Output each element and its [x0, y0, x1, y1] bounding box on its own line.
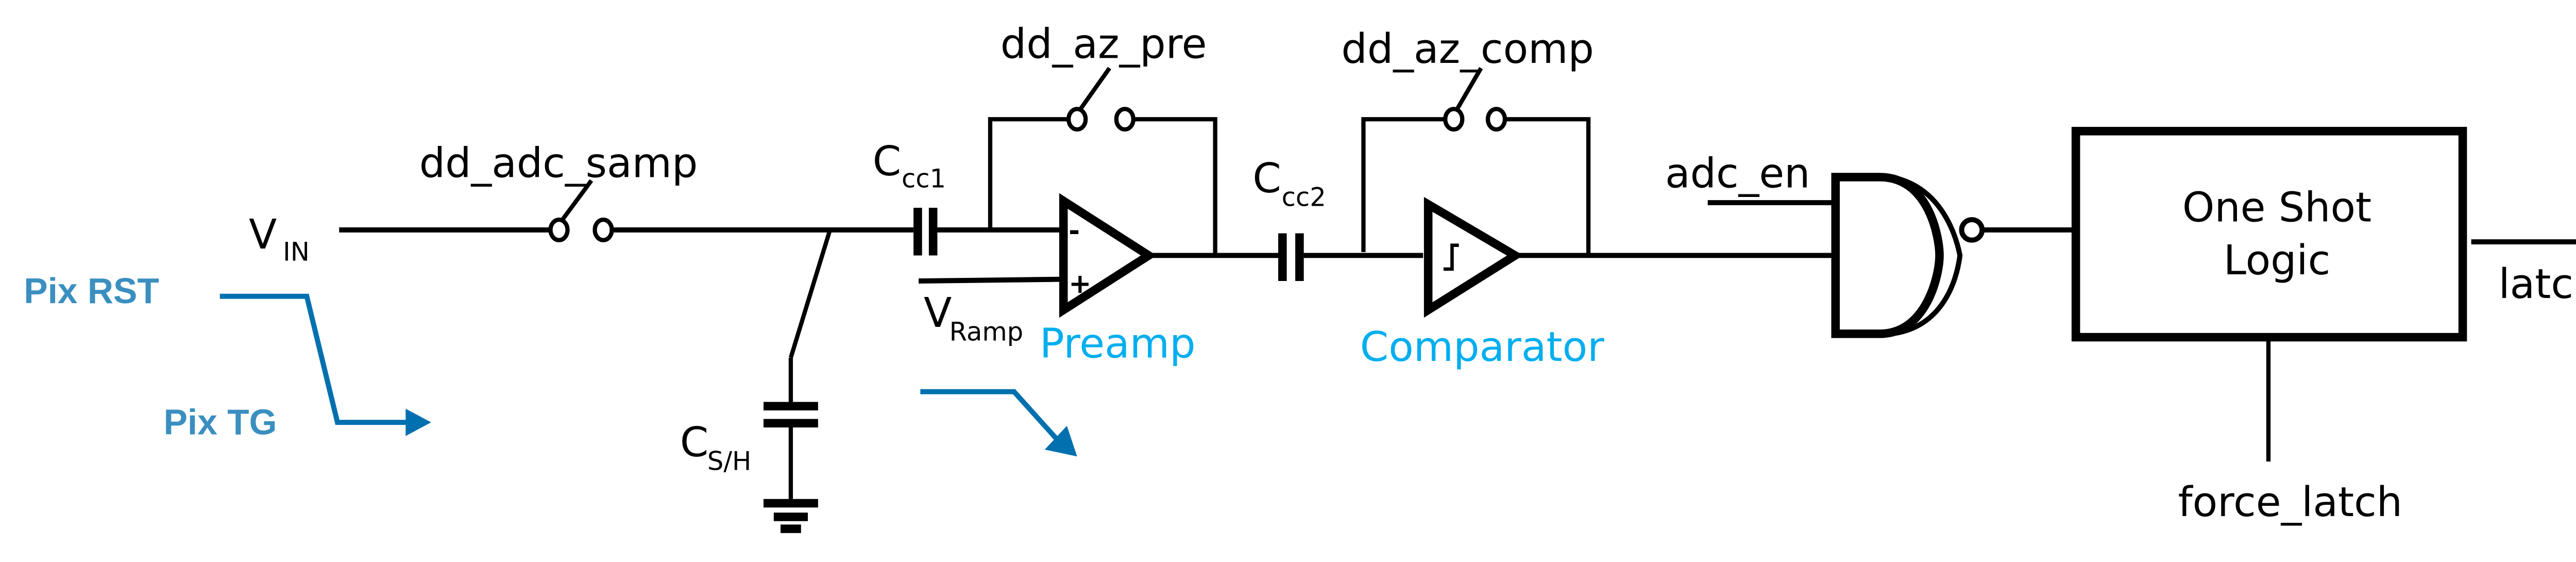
ccc2-label-main: C — [1252, 154, 1281, 202]
csh-label-main: C — [680, 418, 708, 466]
vin-label-sub: IN — [283, 237, 310, 267]
az-comp-contact-right — [1485, 107, 1507, 132]
ccc1-label-sub: cc1 — [902, 163, 946, 193]
ccc2-label-sub: cc2 — [1282, 183, 1326, 212]
preamp-plus-sign: + — [1069, 268, 1091, 300]
xnor-gate-icon — [1831, 173, 1985, 338]
latch-label: latch — [2499, 260, 2576, 308]
sh-switch-diagonal — [788, 229, 832, 358]
csh-plate-bottom — [764, 419, 818, 428]
csh-plate-top — [764, 402, 818, 411]
ccc1-capacitor — [913, 207, 938, 256]
preamp-minus-sign: - — [1069, 216, 1080, 247]
one-shot-label-line2: Logic — [2224, 236, 2331, 284]
comparator-icon — [1423, 196, 1523, 318]
inverter-bubble — [1959, 217, 1985, 243]
force-latch-label: force_latch — [2178, 478, 2402, 526]
ground-icon — [764, 499, 818, 533]
switch-az-comp-label: dd_az_comp — [1341, 25, 1594, 73]
vramp-label-sub: Ramp — [950, 317, 1024, 347]
adc-en-label: adc_en — [1665, 149, 1810, 197]
hysteresis-icon — [1443, 243, 1459, 271]
switch-samp-label: dd_adc_samp — [419, 139, 698, 187]
preamp-label: Preamp — [1040, 320, 1196, 368]
preamp-amplifier-icon: - + — [1059, 193, 1157, 318]
az-comp-contact-left — [1443, 107, 1465, 132]
sh-branch: C S/H — [680, 229, 832, 533]
pix-tg-label: Pix TG — [164, 402, 277, 442]
ccc1-label-main: C — [873, 137, 901, 185]
csh-label-sub: S/H — [707, 447, 752, 476]
vramp-wire — [918, 276, 1060, 284]
ramp-signal-arrow-icon — [920, 389, 1077, 457]
az-pre-feedback — [988, 67, 1217, 256]
sampling-switch — [548, 179, 614, 242]
ccc2-capacitor — [1278, 233, 1304, 281]
vramp-label-main: V — [924, 289, 952, 337]
switch-contact-right — [592, 217, 614, 242]
one-shot-label-line1: One Shot — [2182, 183, 2371, 231]
pix-rst-label: Pix RST — [24, 271, 159, 311]
vin-label: V IN — [249, 210, 310, 267]
az-pre-contact-right — [1114, 107, 1136, 132]
switch-az-pre-label: dd_az_pre — [1001, 20, 1207, 68]
az-comp-feedback — [1361, 67, 1591, 256]
comparator-label: Comparator — [1360, 323, 1604, 371]
az-comp-blade — [1455, 67, 1483, 110]
switch-blade — [561, 179, 594, 221]
pix-signal-arrow-icon — [219, 293, 431, 436]
one-shot-logic-block: One Shot Logic — [2071, 127, 2467, 342]
az-pre-contact-left — [1066, 107, 1088, 132]
vin-label-main: V — [249, 210, 277, 258]
switch-contact-left — [548, 217, 570, 242]
az-pre-blade — [1078, 67, 1111, 110]
